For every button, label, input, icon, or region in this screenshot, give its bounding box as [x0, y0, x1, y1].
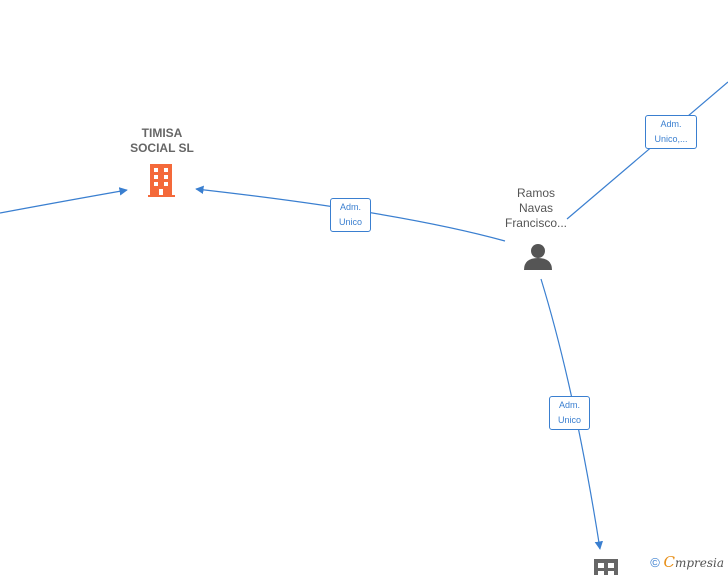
- edge-left-to-company: [0, 187, 128, 214]
- person-name-line1: Ramos: [516, 186, 555, 200]
- edge-label-adm-unico-top-right[interactable]: Adm. Unico,...: [645, 115, 697, 149]
- edge-label-adm-unico-company[interactable]: Adm. Unico: [330, 198, 371, 232]
- copyright-symbol: ©: [650, 555, 660, 570]
- person-name-line2: Navas: [518, 201, 553, 215]
- edge-label-line2: Unico,...: [654, 134, 688, 144]
- person-icon[interactable]: [524, 244, 552, 270]
- person-name-line3: Francisco...: [504, 216, 567, 230]
- company-name-line2: SOCIAL SL: [130, 141, 194, 155]
- copyright-watermark: © Cmpresia: [650, 553, 724, 571]
- building-icon-gray[interactable]: [594, 559, 618, 575]
- edge-label-line1: Adm.: [558, 400, 580, 410]
- company-name-label[interactable]: TIMISA SOCIAL SL: [112, 126, 212, 156]
- brand-logo-text: mpresia: [674, 556, 724, 570]
- edge-label-line1: Adm.: [339, 202, 361, 212]
- edge-label-adm-unico-bottom[interactable]: Adm. Unico: [549, 396, 590, 430]
- edge-label-line2: Unico: [338, 217, 362, 227]
- edge-label-line1: Adm.: [660, 119, 682, 129]
- edge-person-to-company: [195, 185, 506, 242]
- company-name-line1: TIMISA: [141, 126, 183, 140]
- person-name-label[interactable]: Ramos Navas Francisco...: [486, 186, 586, 231]
- building-icon[interactable]: [148, 164, 175, 197]
- brand-logo-letter: C: [663, 553, 675, 571]
- edge-label-line2: Unico: [557, 415, 581, 425]
- edge-person-to-top-right: [566, 81, 728, 220]
